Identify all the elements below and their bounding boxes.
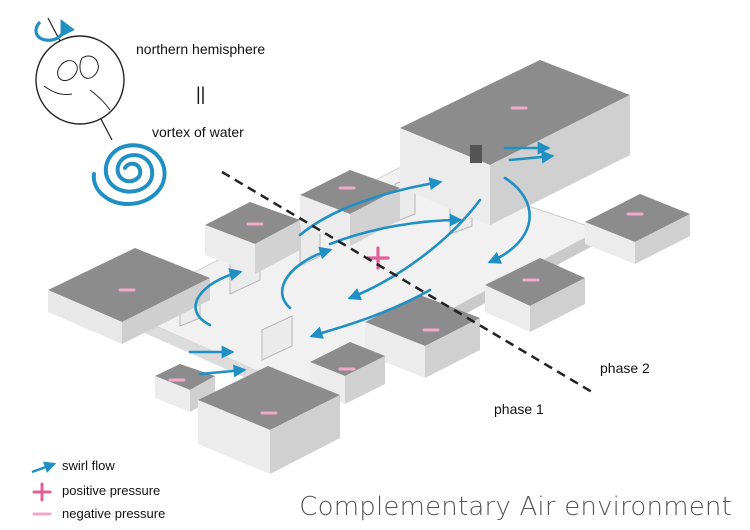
swirl-arrow: [280, 246, 333, 310]
legend-positive-label: positive pressure: [62, 483, 161, 498]
swirl-flow: [188, 141, 555, 378]
room-block-right-middle: [485, 258, 585, 332]
building-model: [48, 60, 690, 474]
swirl-arrow: [328, 213, 463, 246]
diagram-title: Complementary Air environment: [299, 492, 732, 522]
negative-pressure-markers: [118, 106, 644, 415]
swirl-arrow: [309, 288, 432, 339]
spiral-icon: [91, 143, 167, 207]
legend-positive-symbol: [32, 482, 52, 502]
swirl-arrow: [194, 268, 243, 327]
room-block-far-left: [48, 248, 210, 344]
swirl-arrow: [508, 150, 555, 164]
vortex-label: vortex of water: [152, 124, 244, 140]
legend-swirl-label: swirl flow: [62, 458, 115, 473]
phase-divider-line: [221, 170, 593, 394]
room-block-top-right: [400, 60, 630, 225]
legend-positive: positive pressure: [62, 483, 160, 498]
swirl-arrow: [347, 198, 482, 301]
phase-2-label: phase 2: [600, 360, 650, 376]
swirl-arrow: [198, 364, 247, 378]
swirl-arrow: [298, 177, 443, 237]
legend-negative-label: negative pressure: [62, 506, 166, 521]
room-block-bottom: [198, 366, 340, 474]
phase-1-label: phase 1: [494, 401, 544, 417]
equals-sign: ||: [196, 84, 206, 104]
room-block-center-bottom: [365, 295, 480, 378]
globe-icon: [35, 17, 125, 141]
room-block-bottom-left-small: [155, 364, 215, 412]
legend-swirl-symbol: [31, 461, 57, 474]
room-block-far-right: [585, 194, 690, 264]
rotation-arrow-icon: [34, 19, 75, 42]
legend-negative: negative pressure: [62, 506, 165, 521]
legend-swirl: swirl flow: [62, 458, 115, 473]
northern-hemisphere-label: northern hemisphere: [136, 41, 266, 57]
room-block-upper-middle: [300, 170, 400, 246]
swirl-arrow: [487, 176, 531, 264]
